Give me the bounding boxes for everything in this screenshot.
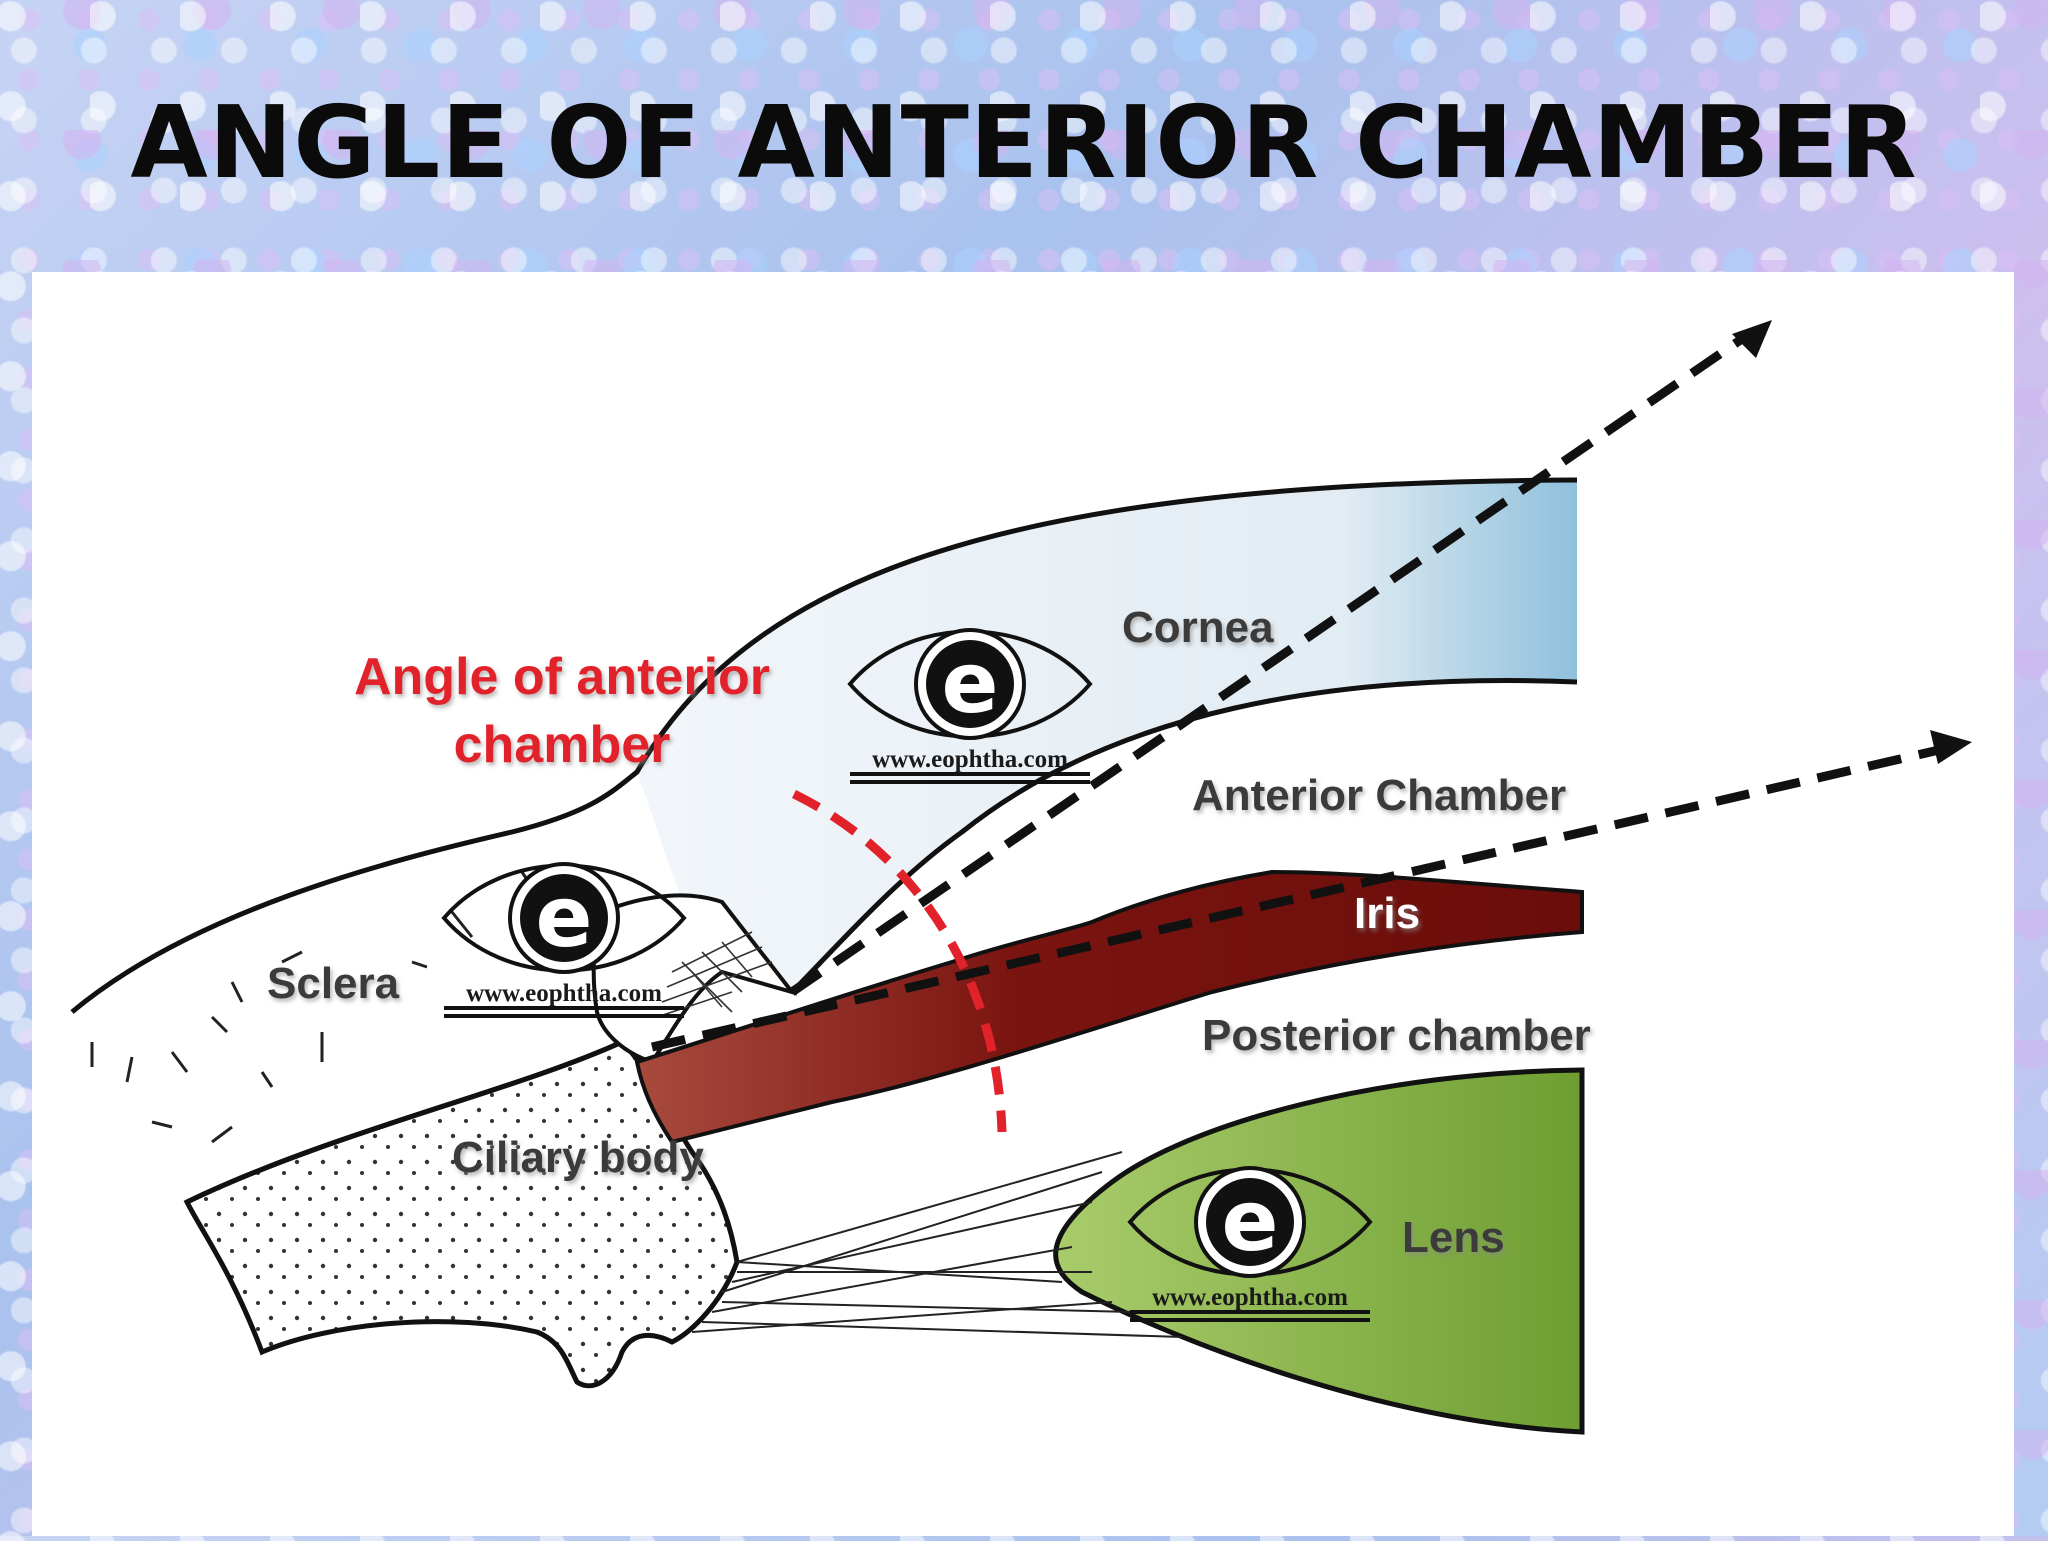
angle-label-line2: chamber [454, 716, 671, 774]
eophtha-logo-icon: e www.eophtha.com [1127, 1166, 1373, 1322]
iris-shape [634, 869, 1584, 1145]
lens-shape [1053, 1067, 1585, 1435]
arrowhead-icon [1732, 320, 1772, 358]
angle-arc [792, 789, 1007, 1133]
logo-letter: e [942, 634, 999, 732]
eye-angle-diagram: e www.eophtha.com e www.eophtha.com e ww… [70, 320, 1972, 1435]
dashed-arrow-lower [650, 730, 1972, 1052]
watermark-url: www.eophtha.com [1152, 1284, 1348, 1311]
ciliary-body-shape [183, 1039, 740, 1389]
eophtha-logo-icon: e www.eophtha.com [847, 628, 1093, 784]
angle-label-line1: Angle of anterior [354, 648, 770, 706]
diagram-panel: e www.eophtha.com e www.eophtha.com e ww… [32, 272, 2014, 1536]
watermark-url: www.eophtha.com [466, 980, 662, 1007]
logo-letter: e [1222, 1172, 1279, 1270]
trabecular-hatching [656, 931, 773, 1018]
cornea-outer-edge [70, 477, 1578, 1014]
iris-label: Iris [1354, 889, 1420, 938]
cornea-label: Cornea [1122, 603, 1274, 652]
arrowhead-icon [1930, 730, 1972, 764]
sclera-label: Sclera [267, 959, 400, 1008]
dashed-arrow-upper [789, 320, 1772, 996]
cornea-shape [637, 480, 1577, 992]
posterior-chamber-label: Posterior chamber [1202, 1011, 1591, 1060]
lens-label: Lens [1402, 1213, 1505, 1262]
anterior-chamber-label: Anterior Chamber [1192, 771, 1566, 820]
slide-title: ANGLE OF ANTERIOR CHAMBER [130, 84, 1918, 201]
ciliary-body-label: Ciliary body [452, 1133, 704, 1182]
zonular-fibers [691, 1151, 1183, 1338]
logo-letter: e [536, 868, 593, 966]
watermark-url: www.eophtha.com [872, 746, 1068, 773]
eophtha-logo-icon: e www.eophtha.com [441, 862, 687, 1018]
